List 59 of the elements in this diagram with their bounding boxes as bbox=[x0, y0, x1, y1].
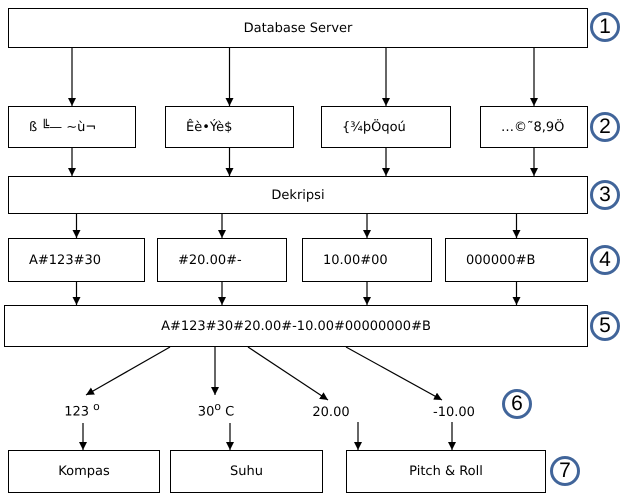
arrow bbox=[448, 422, 456, 450]
box-label: 10.00#00 bbox=[323, 252, 388, 268]
box-label: Êè•Ýè$ bbox=[186, 120, 232, 134]
arrow bbox=[226, 148, 234, 176]
box-label: Kompas bbox=[58, 464, 110, 479]
box-label: …©˜8,9Ö bbox=[501, 120, 564, 134]
process-box bbox=[302, 238, 432, 282]
callout-number: 5 bbox=[590, 311, 620, 341]
box-label: 000000#B bbox=[466, 252, 536, 268]
process-box bbox=[165, 106, 294, 148]
box-label: Database Server bbox=[244, 20, 352, 36]
callout-number: 3 bbox=[590, 180, 620, 210]
process-box bbox=[480, 106, 588, 148]
arrow bbox=[248, 346, 328, 400]
arrow bbox=[68, 48, 76, 106]
arrow bbox=[79, 423, 87, 450]
process-box bbox=[8, 238, 145, 282]
arrow bbox=[346, 346, 442, 401]
arrow bbox=[382, 48, 390, 106]
arrow bbox=[363, 214, 371, 238]
process-box bbox=[8, 8, 588, 48]
callout-number: 4 bbox=[590, 245, 620, 275]
process-box bbox=[8, 106, 136, 148]
process-box bbox=[8, 450, 160, 493]
arrow bbox=[512, 282, 520, 305]
arrow bbox=[211, 347, 219, 395]
process-box bbox=[445, 238, 588, 282]
arrow bbox=[363, 282, 371, 305]
arrow bbox=[530, 148, 538, 176]
process-box bbox=[8, 176, 588, 214]
box-label: Pitch & Roll bbox=[409, 464, 483, 479]
arrow bbox=[68, 148, 76, 176]
process-box bbox=[170, 450, 323, 493]
arrow bbox=[72, 214, 80, 238]
arrow bbox=[226, 48, 234, 106]
box-label: A#123#30#20.00#-10.00#00000000#B bbox=[161, 318, 431, 334]
arrow bbox=[226, 423, 234, 450]
callout-number: 1 bbox=[590, 12, 620, 42]
box-label: {¾þÖqoú bbox=[342, 120, 406, 134]
box-label: #20.00#- bbox=[178, 252, 242, 268]
process-box bbox=[157, 238, 287, 282]
box-label: ß ╚— ~ù¬ bbox=[29, 120, 96, 134]
arrow bbox=[86, 346, 170, 396]
arrow bbox=[72, 282, 80, 305]
process-box bbox=[321, 106, 451, 148]
arrow bbox=[530, 48, 538, 106]
process-box bbox=[346, 450, 546, 493]
box-label: Dekripsi bbox=[271, 188, 325, 202]
callout-number: 6 bbox=[502, 389, 532, 419]
arrow bbox=[512, 214, 520, 238]
arrow bbox=[354, 422, 362, 450]
callout-number: 7 bbox=[550, 456, 580, 486]
arrow bbox=[218, 282, 226, 305]
callout-number: 2 bbox=[590, 112, 620, 142]
arrow bbox=[218, 214, 226, 238]
box-label: Suhu bbox=[230, 464, 263, 479]
box-label: A#123#30 bbox=[29, 252, 102, 268]
process-box bbox=[4, 305, 588, 347]
arrow bbox=[382, 148, 390, 176]
